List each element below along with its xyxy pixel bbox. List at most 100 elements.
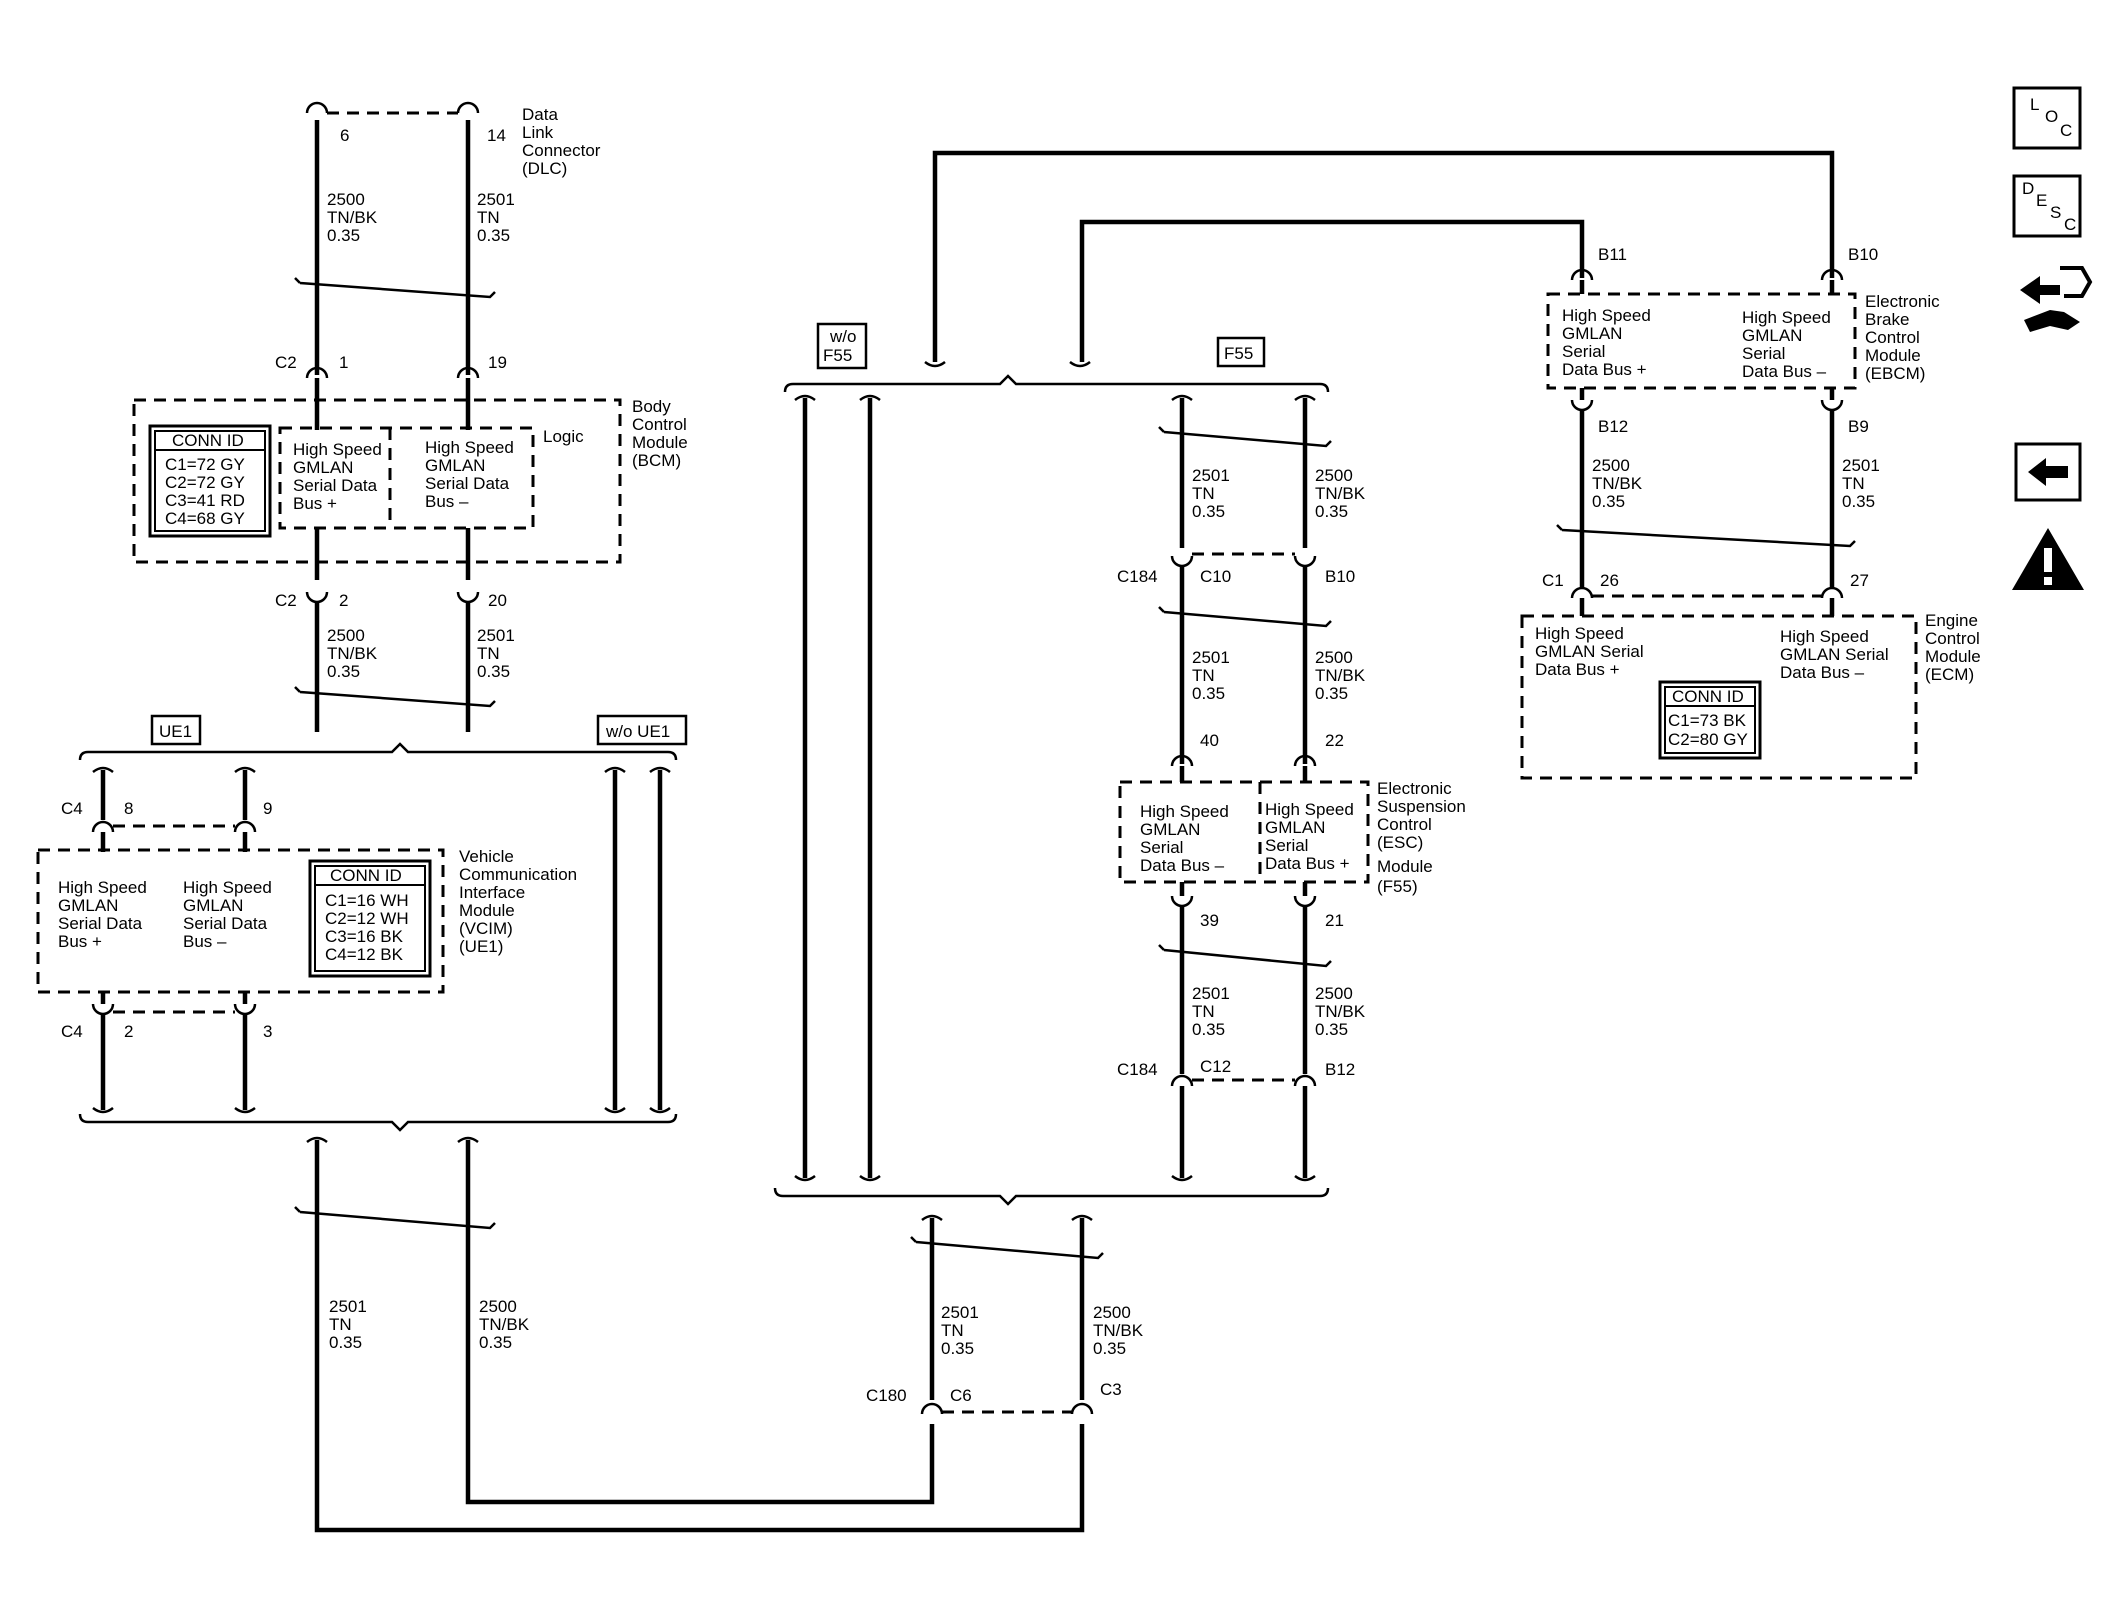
svg-text:C3=41 RD: C3=41 RD — [165, 491, 245, 510]
svg-text:Connector: Connector — [522, 141, 601, 160]
svg-text:TN: TN — [941, 1321, 964, 1340]
wire-label-2500-c180: 2500 TN/BK 0.35 — [1093, 1303, 1144, 1358]
svg-text:Serial Data: Serial Data — [183, 914, 268, 933]
vcim-conn-id-table: CONN ID C1=16 WH C2=12 WH C3=16 BK C4=12… — [308, 859, 432, 978]
wire-label-2500-f55-top: 2500 TN/BK 0.35 — [1315, 466, 1366, 521]
svg-text:0.35: 0.35 — [327, 226, 360, 245]
svg-text:Serial Data: Serial Data — [58, 914, 143, 933]
svg-text:C12: C12 — [1200, 1057, 1231, 1076]
svg-text:TN: TN — [329, 1315, 352, 1334]
svg-text:TN/BK: TN/BK — [479, 1315, 530, 1334]
svg-text:C184: C184 — [1117, 1060, 1158, 1079]
svg-text:Data Bus –: Data Bus – — [1742, 362, 1827, 381]
esc-bus-plus-label: High Speed GMLAN Serial Data Bus + — [1265, 800, 1354, 873]
svg-text:High Speed: High Speed — [1562, 306, 1651, 325]
bcm-logic-label: Logic — [543, 427, 584, 446]
svg-text:TN: TN — [477, 644, 500, 663]
vcim-label: Vehicle Communication Interface Module (… — [459, 847, 577, 956]
ecm-pin-b: 27 — [1850, 571, 1869, 590]
svg-text:C2=80 GY: C2=80 GY — [1668, 730, 1748, 749]
wire-label-2501-bcm-bot: 2501 TN 0.35 — [477, 626, 515, 681]
wire-label-2500-f55-mid: 2500 TN/BK 0.35 — [1315, 648, 1366, 703]
ebcm-module: High Speed GMLAN Serial Data Bus + High … — [1546, 292, 1940, 390]
svg-text:Communication: Communication — [459, 865, 577, 884]
svg-text:Bus –: Bus – — [425, 492, 469, 511]
bcm-label: Body Control Module (BCM) — [632, 397, 688, 470]
vcim-bot-pin-b: 3 — [263, 1022, 272, 1041]
vcim-top-conn: C4 — [61, 799, 83, 818]
svg-text:High Speed: High Speed — [1140, 802, 1229, 821]
svg-text:TN: TN — [477, 208, 500, 227]
desc-icon[interactable]: D E S C — [2012, 174, 2082, 238]
svg-text:0.35: 0.35 — [1315, 1020, 1348, 1039]
svg-text:GMLAN: GMLAN — [1140, 820, 1200, 839]
svg-text:Vehicle: Vehicle — [459, 847, 514, 866]
ebcm-pin-top-a: B11 — [1598, 245, 1627, 264]
ecm-bus-minus-label: High Speed GMLAN Serial Data Bus – — [1780, 627, 1889, 682]
dlc-pin-b: 14 — [487, 126, 506, 145]
svg-text:C180: C180 — [866, 1386, 907, 1405]
svg-text:Electronic: Electronic — [1377, 779, 1452, 798]
svg-text:TN: TN — [1192, 484, 1215, 503]
svg-text:0.35: 0.35 — [1315, 502, 1348, 521]
svg-text:0.35: 0.35 — [479, 1333, 512, 1352]
svg-text:(BCM): (BCM) — [632, 451, 681, 470]
svg-text:Data: Data — [522, 105, 558, 124]
svg-text:C10: C10 — [1200, 567, 1231, 586]
option-f55: F55 — [1224, 344, 1253, 363]
svg-text:C184: C184 — [1117, 567, 1158, 586]
svg-text:GMLAN Serial: GMLAN Serial — [1535, 642, 1644, 661]
svg-text:Module: Module — [632, 433, 688, 452]
svg-text:Serial Data: Serial Data — [293, 476, 378, 495]
svg-text:(ECM): (ECM) — [1925, 665, 1974, 684]
esc-label: Electronic Suspension Control (ESC) Modu… — [1377, 779, 1466, 896]
svg-text:Module: Module — [459, 901, 515, 920]
svg-text:2500: 2500 — [1592, 456, 1630, 475]
svg-text:CONN ID: CONN ID — [1672, 687, 1744, 706]
svg-text:TN/BK: TN/BK — [327, 644, 378, 663]
bcm-bus-plus-label: High Speed GMLAN Serial Data Bus + — [293, 440, 382, 513]
svg-text:High Speed: High Speed — [183, 878, 272, 897]
svg-text:TN: TN — [1192, 1002, 1215, 1021]
dlc-connector: 6 14 Data Link Connector (DLC) — [305, 101, 601, 178]
back-arrow-icon[interactable] — [2014, 442, 2082, 502]
svg-text:High Speed: High Speed — [1265, 800, 1354, 819]
connector-icon[interactable] — [2020, 266, 2093, 332]
wire-label-2501-ebcm-ecm: 2501 TN 0.35 — [1842, 456, 1880, 511]
svg-text:High Speed: High Speed — [425, 438, 514, 457]
bcm-bot-pin-b: 20 — [488, 591, 507, 610]
ecm-bus-plus-label: High Speed GMLAN Serial Data Bus + — [1535, 624, 1644, 679]
svg-text:0.35: 0.35 — [1192, 1020, 1225, 1039]
svg-text:C6: C6 — [950, 1386, 972, 1405]
svg-text:Data Bus +: Data Bus + — [1265, 854, 1350, 873]
bcm-bot-conn: C2 — [275, 591, 297, 610]
svg-text:0.35: 0.35 — [477, 226, 510, 245]
svg-text:Serial: Serial — [1742, 344, 1785, 363]
svg-text:S: S — [2050, 203, 2061, 222]
loc-icon[interactable]: L O C — [2012, 86, 2082, 150]
wire-2500-vcim-c180 — [465, 1140, 935, 1505]
svg-text:GMLAN Serial: GMLAN Serial — [1780, 645, 1889, 664]
svg-text:Bus +: Bus + — [58, 932, 102, 951]
svg-text:0.35: 0.35 — [1192, 684, 1225, 703]
svg-text:C2=12 WH: C2=12 WH — [325, 909, 409, 928]
svg-text:Data Bus –: Data Bus – — [1780, 663, 1865, 682]
bcm-conn-id-table: CONN ID C1=72 GY C2=72 GY C3=41 RD C4=68… — [148, 424, 272, 538]
esc-pin-top-b: 22 — [1325, 731, 1344, 750]
wire-label-2501-c180: 2501 TN 0.35 — [941, 1303, 979, 1358]
svg-text:TN/BK: TN/BK — [1592, 474, 1643, 493]
ebcm-bus-minus-label: High Speed GMLAN Serial Data Bus – — [1742, 308, 1831, 381]
svg-text:2500: 2500 — [1093, 1303, 1131, 1322]
warning-icon[interactable] — [2012, 528, 2084, 590]
svg-text:2500: 2500 — [327, 190, 365, 209]
svg-text:GMLAN: GMLAN — [58, 896, 118, 915]
dlc-label: Data Link Connector (DLC) — [522, 105, 601, 178]
svg-text:CONN ID: CONN ID — [330, 866, 402, 885]
esc-module: High Speed GMLAN Serial Data Bus – High … — [1118, 779, 1466, 896]
svg-text:2500: 2500 — [479, 1297, 517, 1316]
svg-text:C1=73 BK: C1=73 BK — [1668, 711, 1747, 730]
option-bar-f55-bottom — [773, 1187, 1330, 1206]
svg-text:Control: Control — [1865, 328, 1920, 347]
wire-ebcm-b11 — [1079, 219, 1585, 362]
option-bar-ue1-top: UE1 w/o UE1 — [78, 714, 688, 761]
